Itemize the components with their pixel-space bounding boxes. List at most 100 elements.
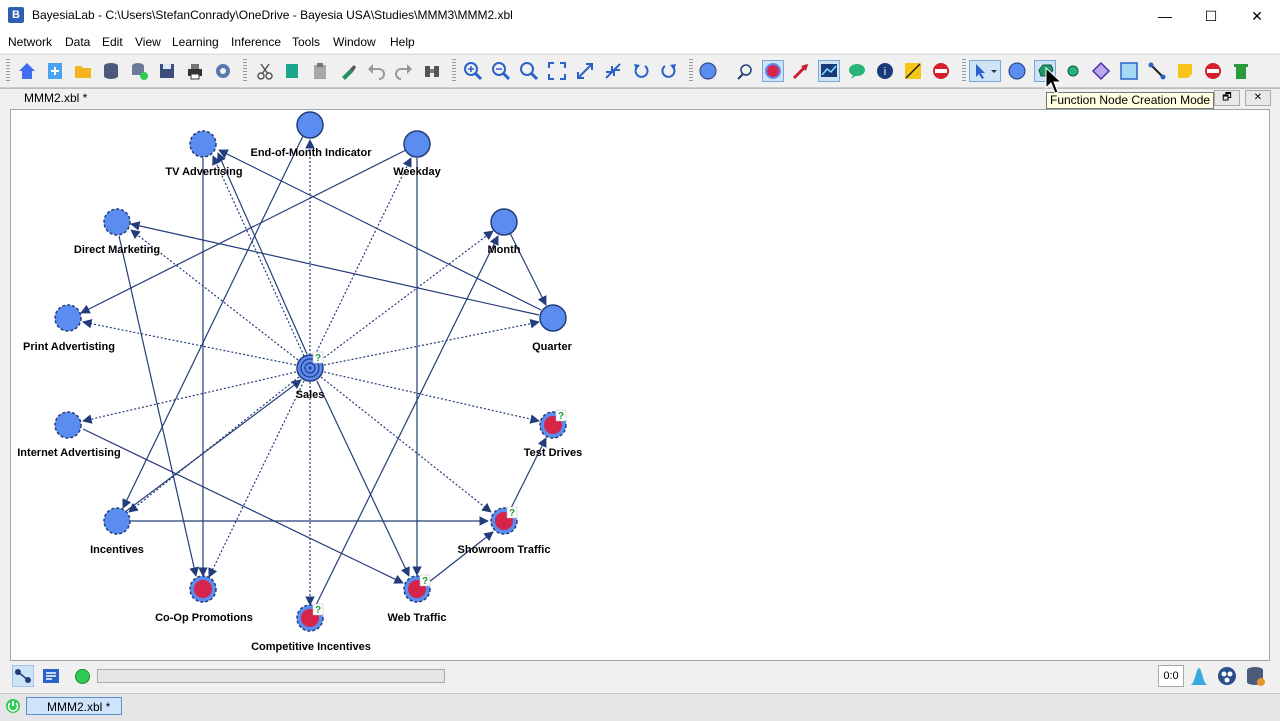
database-status-icon[interactable] — [1244, 665, 1266, 687]
undo-icon[interactable] — [366, 61, 386, 81]
minimize-button[interactable]: — — [1158, 8, 1172, 24]
arc-sales-tv[interactable] — [212, 155, 305, 357]
node-internet-advertising[interactable]: Internet Advertising — [17, 411, 121, 459]
copy-icon[interactable] — [282, 61, 302, 81]
menu-network[interactable]: Network — [8, 35, 53, 49]
save-icon[interactable] — [157, 61, 177, 81]
modeling-mode-icon[interactable] — [12, 665, 34, 687]
note-creation-icon[interactable] — [1175, 61, 1195, 81]
node-creation-icon[interactable] — [1007, 61, 1027, 81]
decision-node-icon[interactable] — [1091, 61, 1111, 81]
no-entry-arc-icon[interactable] — [931, 61, 951, 81]
fit-to-window-icon[interactable] — [547, 61, 567, 81]
note-highlight-icon[interactable] — [903, 61, 923, 81]
arc-sales-internet[interactable] — [82, 371, 297, 424]
arc-sales-showroom[interactable] — [320, 376, 492, 513]
utility-node-icon[interactable] — [1119, 61, 1139, 81]
arc-sales-web[interactable] — [316, 380, 410, 577]
node-direct-marketing[interactable]: Direct Marketing — [74, 208, 160, 256]
maximize-button[interactable]: ☐ — [1204, 8, 1218, 24]
arc-quarter-tv[interactable] — [218, 149, 542, 311]
constraint-node-icon[interactable] — [1063, 61, 1083, 81]
arc-weekday-print[interactable] — [80, 149, 407, 314]
database-icon[interactable] — [101, 61, 121, 81]
menu-learning[interactable]: Learning — [172, 35, 219, 49]
arc-quarter-direct[interactable] — [130, 221, 540, 316]
arc-internet-web[interactable] — [82, 428, 404, 584]
arc-showroom-testdrives[interactable] — [510, 437, 547, 509]
menu-data[interactable]: Data — [65, 35, 91, 49]
restore-window-button[interactable]: 🗗 — [1214, 90, 1240, 106]
mapping-icon[interactable] — [1216, 665, 1238, 687]
menu-edit[interactable]: Edit — [102, 35, 123, 49]
close-button[interactable]: ✕ — [1251, 8, 1263, 24]
node-web-traffic[interactable]: ? Web Traffic — [387, 574, 447, 624]
cut-icon[interactable] — [255, 61, 275, 81]
node-end-of-month-indicator[interactable]: End-of-Month Indicator — [251, 111, 373, 159]
arc-sales-quarter[interactable] — [323, 318, 540, 366]
rotate-right-icon[interactable] — [659, 61, 679, 81]
menu-help[interactable]: Help — [390, 35, 415, 49]
node-competitive-incentives[interactable]: ? Competitive Incentives — [251, 603, 371, 653]
arc-sales-print[interactable] — [82, 319, 297, 366]
document-tab-mmm2[interactable]: MMM2.xbl * — [26, 697, 122, 715]
arc-competitive-month[interactable] — [315, 235, 499, 606]
info-globe-icon[interactable]: i — [875, 61, 895, 81]
zoom-default-icon[interactable] — [519, 61, 539, 81]
arc-red-arrow-icon[interactable] — [791, 61, 811, 81]
menu-tools[interactable]: Tools — [292, 35, 321, 49]
home-icon[interactable] — [17, 61, 37, 81]
validation-mode-icon[interactable] — [40, 665, 62, 687]
node-sales[interactable]: ? Sales — [296, 351, 325, 401]
toolbar-grip-icon[interactable] — [962, 59, 966, 83]
toolbar-grip-icon[interactable] — [6, 59, 10, 83]
toolbar-grip-icon[interactable] — [689, 59, 693, 83]
redo-icon[interactable] — [394, 61, 414, 81]
selection-mode-icon[interactable] — [969, 60, 1001, 82]
zoom-in-icon[interactable] — [463, 61, 483, 81]
binoculars-icon[interactable] — [422, 61, 442, 81]
power-status-icon[interactable] — [5, 698, 21, 714]
node-print-advertising[interactable]: Print Advertisting — [23, 304, 115, 353]
database-connect-icon[interactable] — [129, 61, 149, 81]
arc-sales-direct[interactable] — [130, 229, 299, 361]
menu-inference[interactable]: Inference — [231, 35, 282, 49]
expand-icon[interactable] — [575, 61, 595, 81]
node-co-op-promotions[interactable]: Co-Op Promotions — [155, 575, 253, 624]
menu-view[interactable]: View — [135, 35, 161, 49]
forbidden-arc-icon[interactable] — [1203, 61, 1223, 81]
node-quarter[interactable]: Quarter — [532, 304, 573, 353]
node-month[interactable]: Month — [488, 208, 521, 256]
node-incentives[interactable]: Incentives — [90, 507, 144, 556]
paste-icon[interactable] — [310, 61, 330, 81]
arc-sales-weekday[interactable] — [314, 157, 412, 356]
network-graph[interactable]: TV Advertising End-of-Month Indicator We… — [11, 110, 1269, 660]
arc-information-icon[interactable] — [735, 61, 755, 81]
monitor-chart-icon[interactable] — [818, 60, 840, 82]
arc-sales-month[interactable] — [320, 230, 494, 361]
print-icon[interactable] — [185, 61, 205, 81]
arc-sales-testdrives[interactable] — [323, 371, 540, 424]
brush-icon[interactable] — [338, 61, 358, 81]
zoom-out-icon[interactable] — [491, 61, 511, 81]
comment-icon[interactable] — [847, 61, 867, 81]
rotate-left-icon[interactable] — [631, 61, 651, 81]
menu-window[interactable]: Window — [333, 35, 376, 49]
arc-month-quarter[interactable] — [509, 232, 547, 306]
target-node-icon[interactable] — [762, 60, 784, 82]
node-style-dropdown-icon[interactable] — [699, 61, 719, 81]
node-showroom-traffic[interactable]: ? Showroom Traffic — [458, 506, 551, 556]
settings-gear-icon[interactable] — [213, 61, 233, 81]
close-window-button[interactable]: ✕ — [1245, 90, 1271, 106]
open-folder-icon[interactable] — [73, 61, 93, 81]
arc-eom-incentives[interactable] — [122, 135, 304, 509]
arc-web-showroom[interactable] — [428, 531, 494, 583]
toolbar-grip-icon[interactable] — [243, 59, 247, 83]
arc-sales-coop[interactable] — [208, 380, 305, 578]
toolbar-grip-icon[interactable] — [452, 59, 456, 83]
node-weekday[interactable]: Weekday — [393, 130, 442, 178]
distribution-icon[interactable] — [1188, 665, 1210, 687]
delete-trash-icon[interactable] — [1231, 61, 1251, 81]
new-network-icon[interactable] — [45, 61, 65, 81]
arc-incentives-sales[interactable] — [124, 379, 302, 513]
